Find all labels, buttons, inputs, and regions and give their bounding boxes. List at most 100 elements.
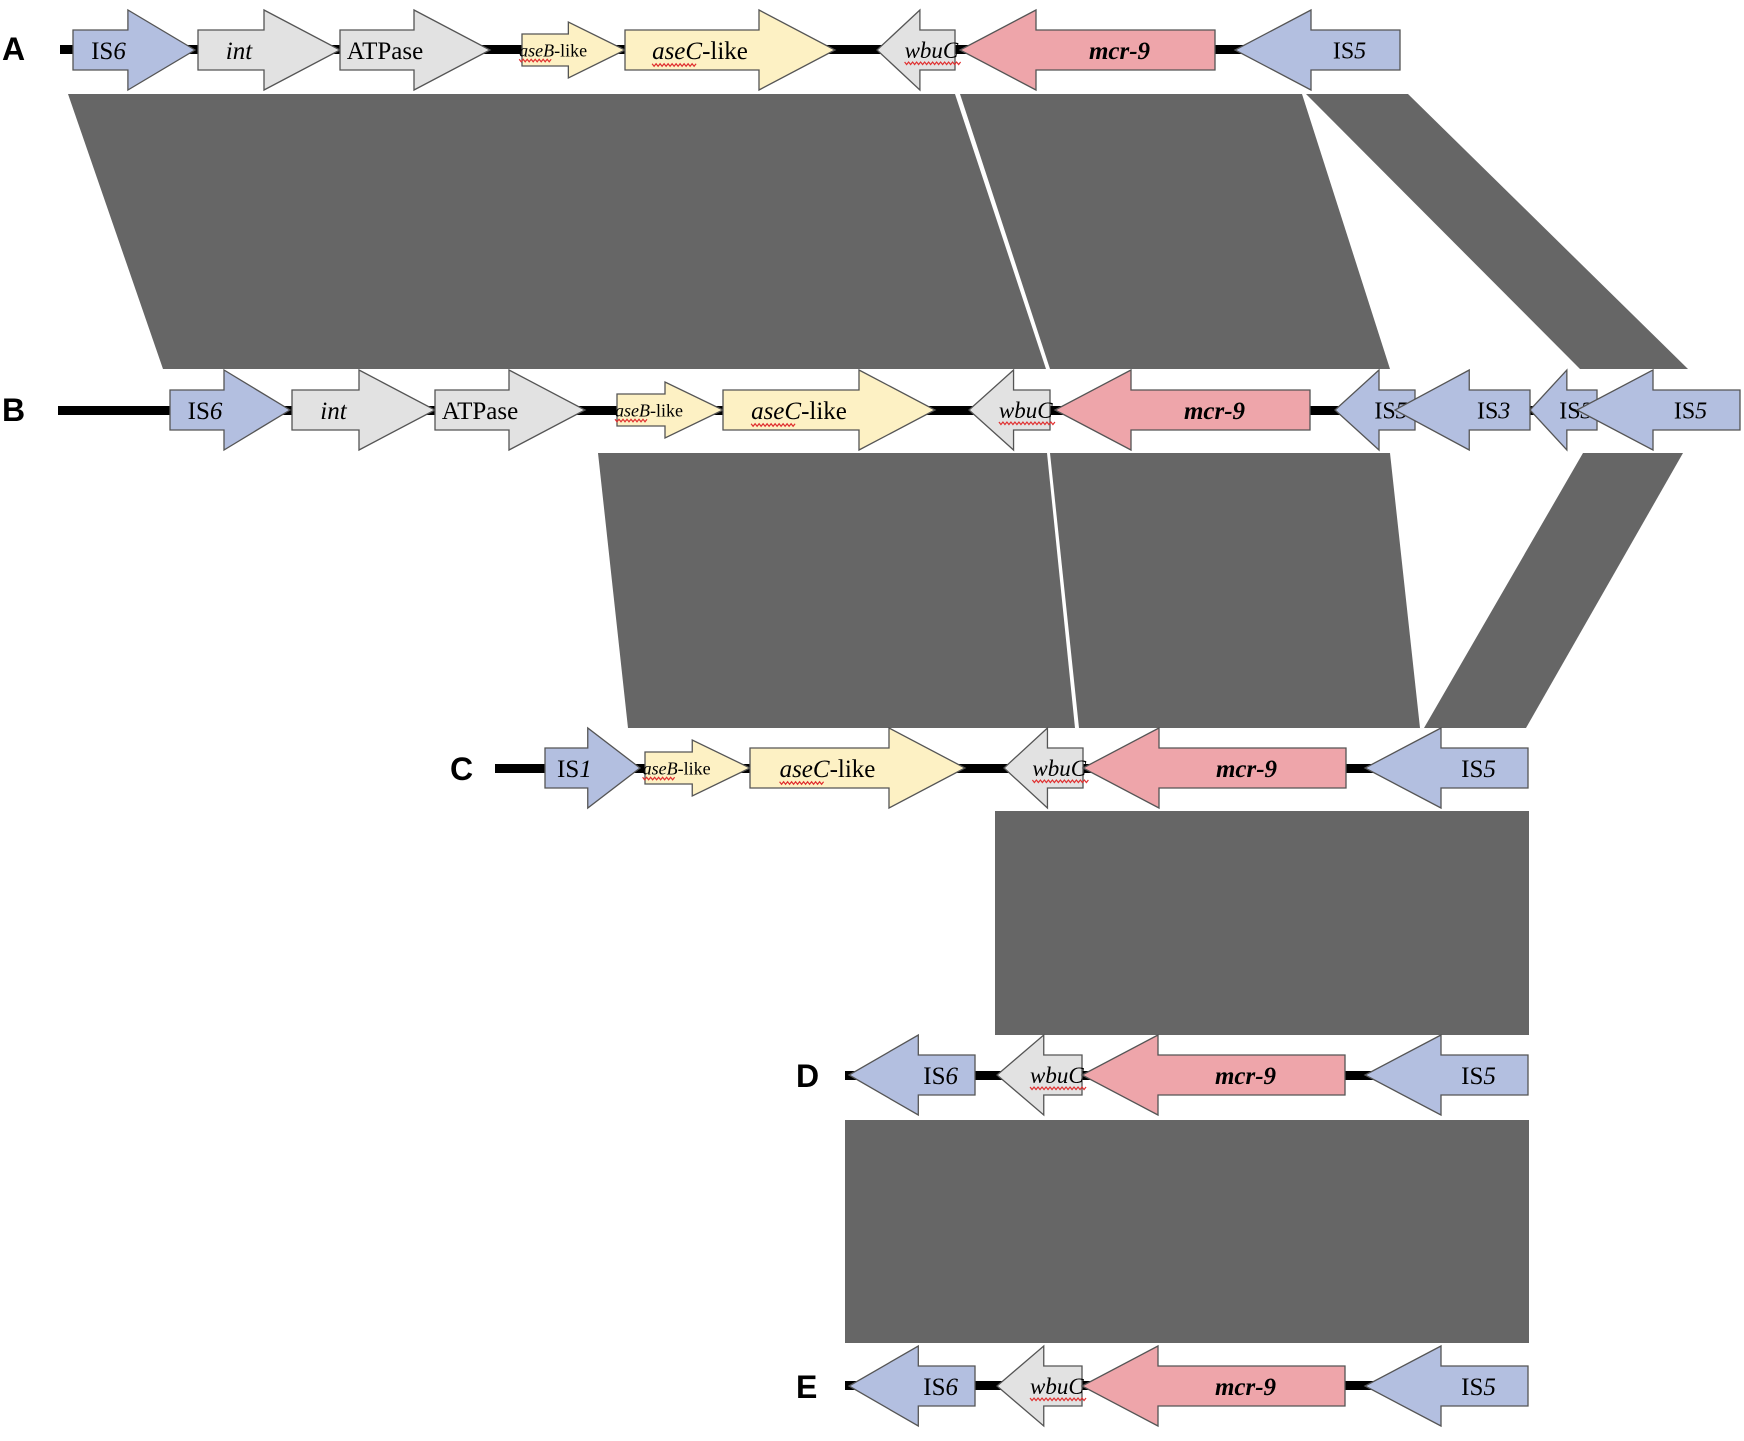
gene-wbuc-spellcheck-underline <box>1029 1397 1087 1402</box>
gene-atpase-shape <box>434 368 587 452</box>
homology-blocks <box>68 94 1688 1343</box>
gene-asec-like-label-suffix: -like <box>801 398 847 425</box>
gene-is5-label: IS5 <box>1461 1063 1496 1090</box>
gene-aseb-like-label: aseB-like <box>519 40 587 60</box>
row-label-d: D <box>796 1058 819 1094</box>
gene-int-label-italic: int <box>320 398 347 425</box>
gene-atpase-label: ATPase <box>442 398 518 425</box>
gene-asec-like-label: aseC-like <box>780 756 876 783</box>
row-label-e: E <box>796 1369 817 1405</box>
gene-mcr-9-shape <box>958 8 1216 92</box>
gene-int-label: int <box>226 38 253 65</box>
gene-asec-like-spellcheck-underline <box>651 62 697 68</box>
homology-block-ab-mcr <box>960 94 1390 369</box>
gene-aseb-like-arrow: aseB-like <box>614 380 725 440</box>
gene-asec-like-arrow: aseC-like <box>722 368 937 452</box>
gene-wbuc-shape <box>996 1033 1083 1117</box>
homology-block-bc-left <box>598 453 1075 728</box>
gene-wbuc-arrow: wbuC <box>876 8 962 92</box>
gene-wbuc-shape <box>968 368 1051 452</box>
gene-is6-label-italic: 6 <box>210 398 223 425</box>
gene-aseb-like-label: aseB-like <box>615 400 683 420</box>
gene-is5-shape <box>1363 1033 1529 1117</box>
gene-is6-label: IS6 <box>91 38 126 65</box>
gene-wbuc-spellcheck-underline <box>1029 1086 1087 1091</box>
gene-is6-arrow: IS6 <box>847 1033 976 1117</box>
gene-aseb-like-spellcheck-underline <box>642 776 676 781</box>
gene-asec-like-label-suffix: -like <box>702 38 748 65</box>
gene-is6-shape <box>72 8 197 92</box>
gene-is6-shape <box>847 1344 976 1428</box>
gene-wbuc-label-italic: wbuC <box>905 38 959 63</box>
gene-mcr-9-shape <box>1081 726 1347 810</box>
gene-atpase-shape <box>339 8 492 92</box>
gene-is5-label-italic: 5 <box>1483 756 1496 783</box>
gene-is5-shape <box>1575 368 1741 452</box>
gene-is3-arrow: IS3 <box>1393 368 1531 452</box>
gene-asec-like-spellcheck-underline <box>779 780 825 786</box>
gene-wbuc-shape <box>876 8 956 92</box>
gene-is6-arrow: IS6 <box>169 368 292 452</box>
gene-is5-shape <box>1363 1344 1529 1428</box>
gene-mcr-9-label: mcr-9 <box>1215 1374 1277 1401</box>
gene-is6-label-italic: 6 <box>113 38 126 65</box>
gene-asec-like-shape <box>749 726 967 810</box>
gene-is6-label-prefix: IS <box>91 38 113 65</box>
gene-is5-arrow: IS5 <box>1363 726 1529 810</box>
gene-is5-arrow: IS5 <box>1575 368 1741 452</box>
gene-is5-shape <box>1334 368 1416 452</box>
gene-aseb-like-shape <box>616 380 725 440</box>
gene-mcr-9-arrow: mcr-9 <box>958 8 1216 92</box>
gene-is1-label-prefix: IS <box>557 756 579 783</box>
gene-asec-like-label-italic: aseC <box>652 38 702 65</box>
gene-wbuc-label-italic: wbuC <box>1032 756 1086 781</box>
homology-block-ab-left <box>68 94 1046 369</box>
gene-wbuc-label: wbuC <box>1032 756 1086 781</box>
gene-is1-label: IS1 <box>557 756 592 783</box>
gene-wbuc-arrow: wbuC <box>968 368 1056 452</box>
gene-aseb-like-label-suffix: -like <box>678 758 711 778</box>
gene-is5-arrow: IS5 <box>1363 1033 1529 1117</box>
gene-atpase-label: ATPase <box>347 38 423 65</box>
gene-asec-like-label: aseC-like <box>751 398 847 425</box>
gene-is6-label-italic: 6 <box>946 1374 959 1401</box>
gene-is5-label: IS5 <box>1461 1374 1496 1401</box>
gene-aseb-like-label: aseB-like <box>643 758 711 778</box>
gene-is5-label-italic: 5 <box>1695 398 1707 424</box>
gene-wbuc-label: wbuC <box>1030 1374 1084 1399</box>
gene-is1-shape <box>544 726 642 810</box>
gene-mcr-9-arrow: mcr-9 <box>1081 726 1347 810</box>
gene-mcr-9-arrow: mcr-9 <box>1053 368 1311 452</box>
gene-wbuc-spellcheck-underline <box>998 421 1056 426</box>
gene-asec-like-spellcheck-underline <box>750 422 796 428</box>
row-label-b: B <box>2 392 25 428</box>
gene-mcr-9-label: mcr-9 <box>1184 398 1246 425</box>
gene-is1-label-italic: 1 <box>579 756 592 783</box>
gene-wbuc-arrow: wbuC <box>996 1033 1087 1117</box>
gene-mcr-9-shape <box>1053 368 1311 452</box>
row-label-c: C <box>450 751 473 787</box>
gene-int-arrow: int <box>291 368 437 452</box>
gene-int-shape <box>291 368 437 452</box>
gene-int-arrow: int <box>197 8 342 92</box>
gene-is5-label-prefix: IS <box>1674 398 1695 424</box>
gene-aseb-like-spellcheck-underline <box>614 418 648 423</box>
gene-asec-like-label-italic: aseC <box>780 756 830 783</box>
gene-atpase-label-prefix: ATPase <box>442 398 518 425</box>
gene-wbuc-label: wbuC <box>905 38 959 63</box>
gene-is5-arrow: IS5 <box>1363 1344 1529 1428</box>
gene-mcr-9-label-italic: mcr-9 <box>1184 398 1246 425</box>
gene-aseb-like-label-italic: aseB <box>643 758 678 778</box>
gene-aseb-like-arrow: aseB-like <box>642 738 752 798</box>
gene-is5-label-prefix: IS <box>1333 38 1354 64</box>
gene-is5-label-prefix: IS <box>1374 398 1395 424</box>
gene-mcr-9-arrow: mcr-9 <box>1080 1033 1346 1117</box>
